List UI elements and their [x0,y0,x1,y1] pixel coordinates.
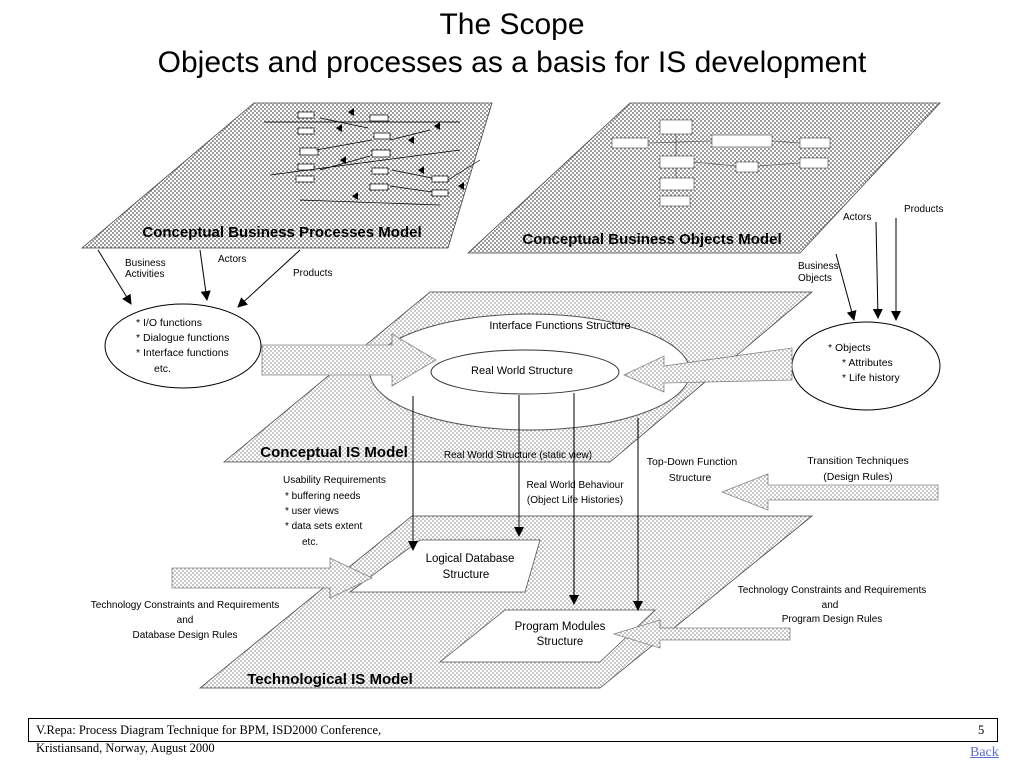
vertical-arrows [408,393,643,611]
conceptual-is-plane: Interface Functions Structure Real World… [222,291,814,463]
right-bubble: * Objects * Attributes * Life history [791,321,941,411]
left-bubble: * I/O functions * Dialogue functions * I… [104,303,262,389]
real-world-structure-label: Real World Structure [471,365,573,377]
footer-line2: Kristiansand, Norway, August 2000 [36,741,215,755]
real-world-static-label: Real World Structure (static view) [444,450,592,461]
business-objects-line2: Objects [798,273,832,284]
slide-subtitle: Objects and processes as a basis for IS … [157,46,867,79]
process-diagram-sketch [264,111,481,206]
tech-right-line1: Technology Constraints and Requirements [738,585,926,596]
right-bubble-line2: * Attributes [842,357,893,369]
top-down-line2: Structure [669,472,712,484]
products-right-label: Products [904,204,943,215]
left-bubble-line4: etc. [154,363,171,375]
real-world-behaviour-line1: Real World Behaviour [526,480,624,491]
broad-arrow-transition [720,473,939,511]
logical-db-line1: Logical Database [426,553,515,565]
left-bubble-line2: * Dialogue functions [136,332,229,344]
object-diagram-sketch [611,119,831,207]
footer-box [28,718,998,742]
object-input-arrows [835,218,901,321]
plane-label-conceptual-is: Conceptual IS Model [260,444,408,461]
transition-line1: Transition Techniques [807,455,909,467]
back-link[interactable]: Back [970,745,999,760]
tech-left-line2: and [177,615,194,626]
broad-arrows [171,333,939,649]
real-world-behaviour-line2: (Object Life Histories) [527,495,623,506]
transition-line2: (Design Rules) [823,471,892,483]
business-objects-line1: Business [798,261,839,272]
usability-line5: etc. [302,537,318,548]
business-activities-line2: Activities [125,269,164,280]
left-bubble-line3: * Interface functions [136,347,229,359]
plane-label-objects: Conceptual Business Objects Model [522,231,781,248]
tech-right-line3: Program Design Rules [782,614,883,625]
broad-arrow-right-bubble [623,347,793,393]
business-processes-plane: Conceptual Business Processes Model [80,102,493,249]
broad-arrow-left-bubble [261,333,437,387]
program-modules-line2: Structure [537,636,584,648]
right-bubble-line3: * Life history [842,372,901,384]
products-left-label: Products [293,268,332,279]
usability-line3: * user views [285,506,339,517]
right-bubble-line1: * Objects [828,342,871,354]
footer-line1: V.Repa: Process Diagram Technique for BP… [36,723,382,737]
actors-left-label: Actors [218,254,246,265]
left-bubble-line1: * I/O functions [136,317,202,329]
actors-right-label: Actors [843,212,871,223]
logical-db-line2: Structure [443,569,490,581]
tech-left-line1: Technology Constraints and Requirements [91,600,279,611]
usability-line1: Usability Requirements [283,475,386,486]
business-activities-line1: Business [125,258,166,269]
process-input-arrows [97,249,301,308]
tech-left-line3: Database Design Rules [132,630,237,641]
tech-right-line2: and [822,600,839,611]
technological-is-plane: Logical Database Structure Program Modul… [198,515,814,689]
slide-title: The Scope [439,8,585,41]
plane-label-technological-is: Technological IS Model [247,671,413,688]
interface-functions-label: Interface Functions Structure [489,320,630,332]
broad-arrow-program-rules [612,619,791,649]
program-modules-line1: Program Modules [515,621,606,633]
page-number: 5 [978,723,985,737]
broad-arrow-db-rules [171,557,373,599]
usability-line2: * buffering needs [285,491,360,502]
scope-diagram: Conceptual Business Processes Model Conc… [80,102,943,689]
plane-label-processes: Conceptual Business Processes Model [142,224,421,241]
top-down-line1: Top-Down Function [647,456,738,468]
usability-line4: * data sets extent [285,521,362,532]
business-objects-plane: Conceptual Business Objects Model [466,102,941,254]
